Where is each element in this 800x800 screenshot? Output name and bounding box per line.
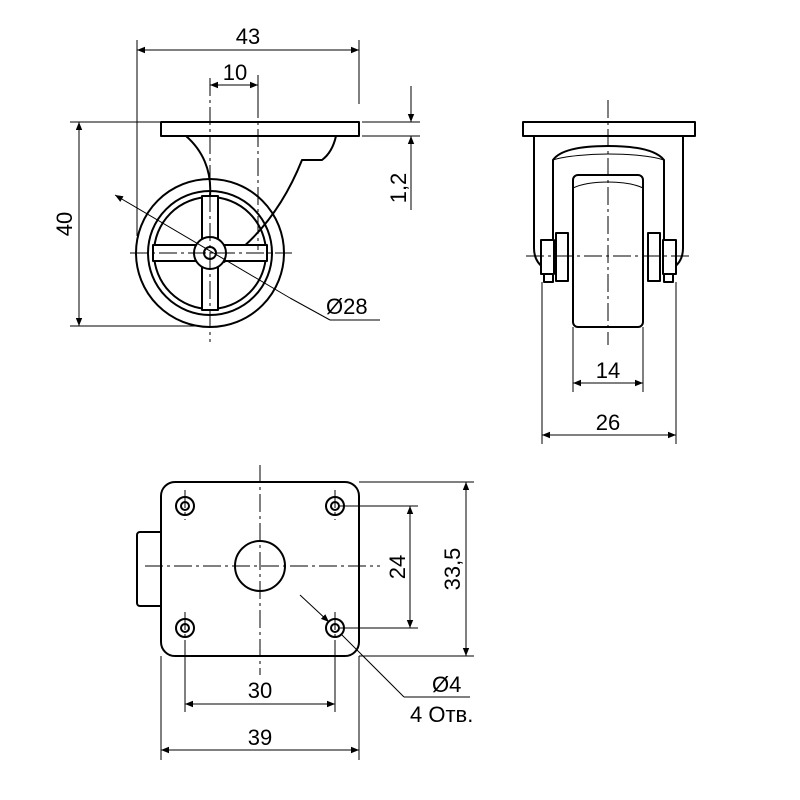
front-bolt-right	[662, 239, 677, 275]
dim-plate-width: 39	[248, 725, 272, 750]
side-mount-plate	[160, 121, 360, 137]
dim-hole-spacing-x: 30	[248, 678, 272, 703]
dim-offset: 10	[223, 60, 247, 85]
dim-overall-width: 26	[596, 410, 620, 435]
dim-top-width: 43	[236, 24, 260, 49]
dim-plate-depth: 33,5	[440, 548, 465, 591]
dim-hole-diameter: Ø4	[432, 672, 461, 697]
dim-hole-spacing-y: 24	[385, 555, 410, 579]
front-washer-left	[555, 232, 569, 282]
front-washer-right	[647, 232, 661, 282]
front-bolt-left	[540, 239, 555, 275]
dim-plate-thickness: 1,2	[386, 173, 411, 204]
top-side-tab	[136, 531, 164, 607]
dim-wheel-diameter: Ø28	[326, 294, 368, 319]
dim-height: 40	[52, 212, 77, 236]
top-view	[136, 465, 380, 675]
dim-wheel-width: 14	[596, 358, 620, 383]
dim-hole-count: 4 Отв.	[410, 702, 473, 727]
front-mount-plate	[522, 121, 696, 137]
side-view	[130, 78, 360, 342]
dimension-labels: 43 10 40 1,2 Ø28 14 26 24 33,5 30 39 Ø4 …	[52, 24, 620, 750]
dimension-lines	[70, 40, 677, 760]
front-view	[522, 100, 696, 345]
